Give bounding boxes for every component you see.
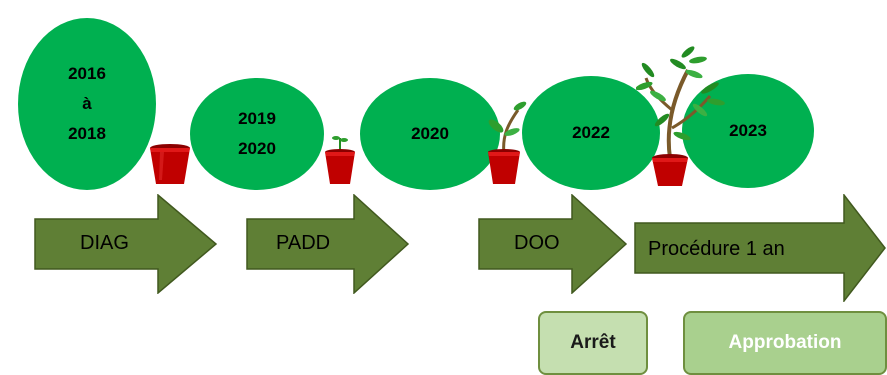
milestone-circle-4: 2022: [522, 76, 660, 190]
phase-label-doo: DOO: [514, 232, 560, 254]
milestone-2-line-2: 2020: [238, 139, 276, 158]
milestone-4-line-1: 2022: [572, 123, 610, 142]
milestone-5-line-1: 2023: [729, 121, 767, 140]
pot-4-icon: [636, 46, 725, 186]
phase-label-diag: DIAG: [80, 232, 129, 254]
phase-label-procedure: Procédure 1 an: [648, 238, 785, 260]
pot-3-icon: [488, 101, 527, 184]
phase-arrow-diag: DIAG: [34, 194, 218, 294]
milestone-2-line-1: 2019: [238, 109, 276, 128]
phase-label-padd: PADD: [276, 232, 331, 254]
milestone-circle-2: 2019 2020: [190, 78, 324, 190]
step-label-arret: Arrêt: [570, 332, 616, 353]
step-box-approbation: Approbation: [683, 311, 887, 375]
step-label-approbation: Approbation: [728, 332, 842, 353]
phase-arrow-procedure: Procédure 1 an: [634, 194, 886, 302]
milestone-1-line-1: 2016: [68, 64, 106, 83]
pot-1-icon: [150, 144, 190, 184]
step-box-arret: Arrêt: [538, 311, 648, 375]
milestone-circle-3: 2020: [360, 78, 500, 190]
phase-arrow-doo: DOO: [478, 194, 628, 294]
phase-arrow-padd: PADD: [246, 194, 410, 294]
pot-2-icon: [325, 136, 355, 184]
milestone-circle-1: 2016 à 2018: [18, 18, 156, 190]
milestone-1-line-2: à: [82, 94, 92, 113]
milestone-1-line-3: 2018: [68, 124, 106, 143]
milestone-3-line-1: 2020: [411, 124, 449, 143]
